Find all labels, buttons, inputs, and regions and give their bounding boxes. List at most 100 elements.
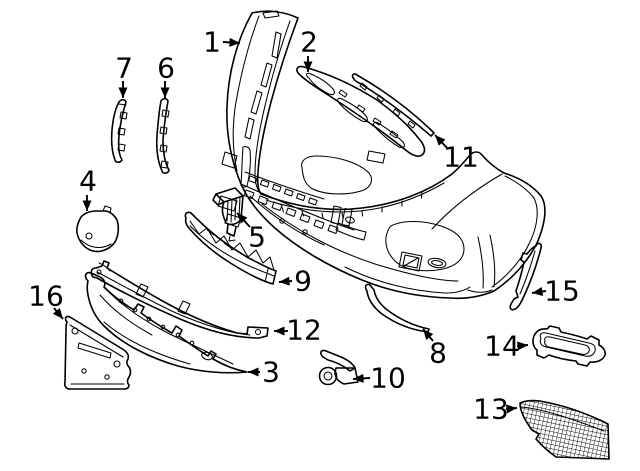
callout-6-label[interactable]: 6 xyxy=(157,52,175,85)
callout-12[interactable]: 12 xyxy=(274,314,322,347)
bumper-fog-oval-inner xyxy=(431,260,443,266)
strip-outline xyxy=(351,73,435,137)
part-cover-cap xyxy=(75,205,120,253)
plate-hole-3 xyxy=(81,368,87,374)
panel-outline xyxy=(84,271,248,374)
part-lower-support-rail xyxy=(90,260,269,339)
callout-16-label[interactable]: 16 xyxy=(28,280,64,313)
support-outline xyxy=(155,97,170,174)
callout-15-leader xyxy=(531,287,547,296)
rail-hole xyxy=(254,328,262,336)
part-energy-absorber xyxy=(184,211,277,285)
callout-3-label[interactable]: 3 xyxy=(262,356,280,389)
callout-6[interactable]: 6 xyxy=(157,52,175,99)
callout-2-label[interactable]: 2 xyxy=(300,26,318,59)
callout-7[interactable]: 7 xyxy=(115,52,133,99)
callout-10[interactable]: 10 xyxy=(352,362,406,395)
callout-9-leader xyxy=(278,276,293,286)
callout-10-label[interactable]: 10 xyxy=(370,362,406,395)
plate-hole-2 xyxy=(113,360,121,368)
bracket-outline xyxy=(212,187,244,237)
part-corner-molding xyxy=(509,242,542,311)
callout-13-leader xyxy=(505,404,518,414)
callout-7-label[interactable]: 7 xyxy=(115,52,133,85)
camera-lens xyxy=(318,366,338,386)
callout-14-leader xyxy=(516,341,529,351)
panel-hole-6 xyxy=(189,340,195,346)
callout-8[interactable]: 8 xyxy=(422,328,447,370)
part-lower-molding-strip xyxy=(364,283,430,333)
part-center-bracket xyxy=(212,187,244,242)
callout-9-label[interactable]: 9 xyxy=(294,265,312,298)
part-side-support-left xyxy=(110,98,128,164)
part-license-plate-bracket xyxy=(63,315,132,390)
callout-5-leader xyxy=(236,212,251,228)
bumper-right-details xyxy=(385,173,538,293)
callout-13-label[interactable]: 13 xyxy=(473,393,509,426)
part-side-support-right xyxy=(155,97,170,174)
callout-15-label[interactable]: 15 xyxy=(544,275,580,308)
bumper-sensor-hole-a xyxy=(302,229,308,235)
plate-bracket-outline xyxy=(63,315,132,390)
molding-outline xyxy=(296,65,426,157)
rail-outline xyxy=(90,260,269,339)
bumper-band-details xyxy=(217,10,291,228)
corner-molding-outline xyxy=(509,242,542,311)
bumper-outline xyxy=(226,10,546,300)
bezel-outline xyxy=(532,325,606,367)
support-outline xyxy=(110,98,127,164)
panel-hole-2 xyxy=(132,307,138,313)
cap-hole xyxy=(85,232,93,240)
bumper-fog-oval xyxy=(427,257,447,269)
support-teeth xyxy=(117,103,128,152)
callout-3[interactable]: 3 xyxy=(248,356,280,389)
callout-4[interactable]: 4 xyxy=(79,165,97,212)
bracket-ribs xyxy=(226,196,241,242)
callout-1-leader xyxy=(222,37,241,47)
part-upper-trim-strip xyxy=(351,73,435,137)
callout-16[interactable]: 16 xyxy=(28,280,64,320)
rail-hole-left xyxy=(96,269,102,275)
part-front-bumper-cover xyxy=(217,10,546,300)
corner-molding-inner xyxy=(519,250,536,295)
panel-hole-4 xyxy=(160,324,166,330)
panel-hole-3 xyxy=(146,316,152,322)
camera-lens-inner xyxy=(323,371,333,381)
bezel-opening xyxy=(539,332,596,357)
callout-1-label[interactable]: 1 xyxy=(203,26,221,59)
callout-11[interactable]: 11 xyxy=(434,134,479,174)
callout-1[interactable]: 1 xyxy=(203,26,241,59)
absorber-outline xyxy=(184,211,277,285)
callout-15[interactable]: 15 xyxy=(531,275,580,308)
mesh-hem xyxy=(520,406,605,432)
callout-9[interactable]: 9 xyxy=(278,265,312,298)
callout-13[interactable]: 13 xyxy=(473,393,518,426)
callout-2[interactable]: 2 xyxy=(300,26,318,73)
callout-14-label[interactable]: 14 xyxy=(484,330,520,363)
panel-hole-5 xyxy=(175,332,181,338)
callout-10-leader xyxy=(352,373,371,383)
bumper-sensor-hole-b xyxy=(279,218,285,224)
callout-11-leader xyxy=(434,134,449,150)
callout-4-label[interactable]: 4 xyxy=(79,165,97,198)
callout-14[interactable]: 14 xyxy=(484,330,529,363)
strip8-outline xyxy=(364,283,430,333)
callout-12-label[interactable]: 12 xyxy=(286,314,322,347)
callout-8-label[interactable]: 8 xyxy=(429,337,447,370)
callouts-layer: 1 2 3 4 5 6 7 8 xyxy=(28,26,580,426)
callout-16-leader xyxy=(52,307,64,320)
part-fog-lamp-bezel xyxy=(532,325,606,367)
plate-bracket-details xyxy=(69,324,125,385)
callout-5[interactable]: 5 xyxy=(236,212,266,254)
callout-11-label[interactable]: 11 xyxy=(443,141,479,174)
callout-5-label[interactable]: 5 xyxy=(248,221,266,254)
plate-hole-1 xyxy=(71,327,79,335)
cap-details xyxy=(80,205,112,249)
panel-folds xyxy=(98,262,234,365)
panel-slot xyxy=(201,351,213,361)
rail-details xyxy=(96,271,251,336)
part-lower-trim-panel xyxy=(84,262,248,374)
